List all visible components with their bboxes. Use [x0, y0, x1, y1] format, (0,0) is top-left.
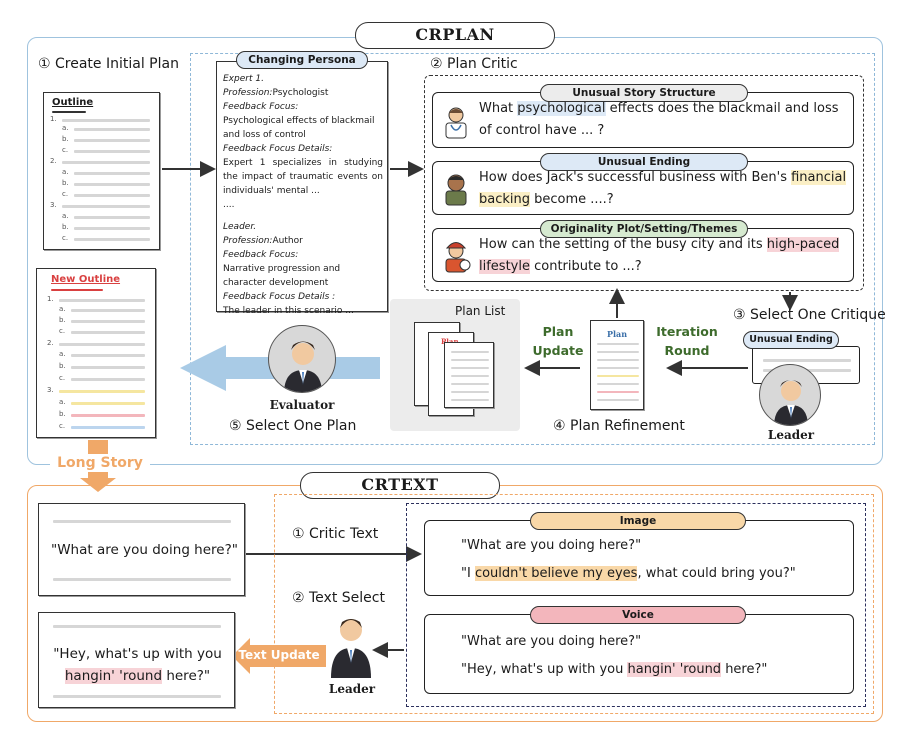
voice-critic-card: "What are you doing here?" "Hey, what's …	[424, 614, 854, 694]
plan-refinement-doc: Plan	[590, 320, 644, 410]
critique-text-3: How can the setting of the busy city and…	[479, 237, 840, 274]
critique-tag-3: Originality Plot/Setting/Themes	[540, 220, 748, 238]
step3-label: ③ Select One Critique	[733, 307, 886, 323]
output-text-card: "Hey, what's up with you hangin' 'round …	[38, 612, 235, 708]
persona-box: Expert 1. Profession:Psychologist Feedba…	[216, 61, 388, 316]
leader-avatar	[759, 364, 821, 426]
crplan-title: CRPLAN	[355, 22, 555, 49]
input-text-card: "What are you doing here?"	[38, 503, 245, 596]
evaluator-avatar	[268, 325, 336, 393]
outline-doc: Outline 1. a. b. c. 2. a. b. c. 3. a. b.…	[43, 92, 160, 250]
critique-text-2: How does Jack's successful business with…	[479, 170, 847, 207]
step1-label: ① Create Initial Plan	[38, 56, 179, 72]
text-update-label: Text Update	[238, 648, 320, 662]
input-quote: "What are you doing here?"	[51, 542, 238, 558]
image-tag: Image	[530, 512, 746, 530]
image-critic-card: "What are you doing here?" "I couldn't b…	[424, 520, 854, 596]
crtext-inner-region	[274, 494, 874, 714]
plan-critic-region	[190, 53, 875, 445]
voice-line2: "Hey, what's up with you hangin' 'round …	[461, 662, 768, 677]
critic-cards-region	[406, 503, 866, 707]
selected-critique-tag: Unusual Ending	[743, 331, 839, 349]
image-line1: "What are you doing here?"	[461, 538, 642, 553]
voice-tag: Voice	[530, 606, 746, 624]
new-outline-doc: New Outline 1. a. b. c. 2. a. b. c. 3. a…	[36, 268, 156, 438]
plan-list-label: Plan List	[455, 304, 506, 318]
text-leader-label: Leader	[328, 682, 376, 696]
text-select-label: ② Text Select	[292, 590, 385, 606]
text-leader-avatar	[328, 612, 374, 678]
outline-title: Outline	[52, 97, 94, 108]
long-story-label: Long Story	[50, 455, 150, 471]
plan-word: Plan	[607, 329, 628, 339]
persona-title: Changing Persona	[236, 51, 368, 69]
critique-box	[424, 75, 864, 291]
plan-update-label: Plan Update	[532, 324, 584, 358]
firefighter-avatar	[441, 239, 471, 273]
critique-tag-2: Unusual Ending	[540, 153, 748, 171]
critique-text-1: What psychological effects does the blac…	[479, 101, 839, 138]
output-quote: "Hey, what's up with you hangin' 'round …	[53, 646, 222, 684]
critic-text-label: ① Critic Text	[292, 526, 379, 542]
step5-label: ⑤ Select One Plan	[229, 418, 357, 434]
image-line2: "I couldn't believe my eyes, what could …	[461, 566, 796, 581]
leader-label: Leader	[767, 428, 815, 442]
critique-card-3: How can the setting of the busy city and…	[432, 228, 854, 282]
plan-list-doc-3	[444, 342, 494, 408]
voice-line1: "What are you doing here?"	[461, 634, 642, 649]
new-outline-title: New Outline	[51, 274, 121, 285]
evaluator-label: Evaluator	[269, 398, 335, 412]
step4-label: ④ Plan Refinement	[553, 418, 685, 434]
step2-label: ② Plan Critic	[430, 56, 518, 72]
critique-tag-1: Unusual Story Structure	[540, 84, 748, 102]
iteration-round-label: Iteration Round	[656, 324, 718, 358]
critique-card-2: How does Jack's successful business with…	[432, 161, 854, 215]
psychologist-avatar	[441, 105, 471, 139]
author-avatar	[441, 172, 471, 206]
